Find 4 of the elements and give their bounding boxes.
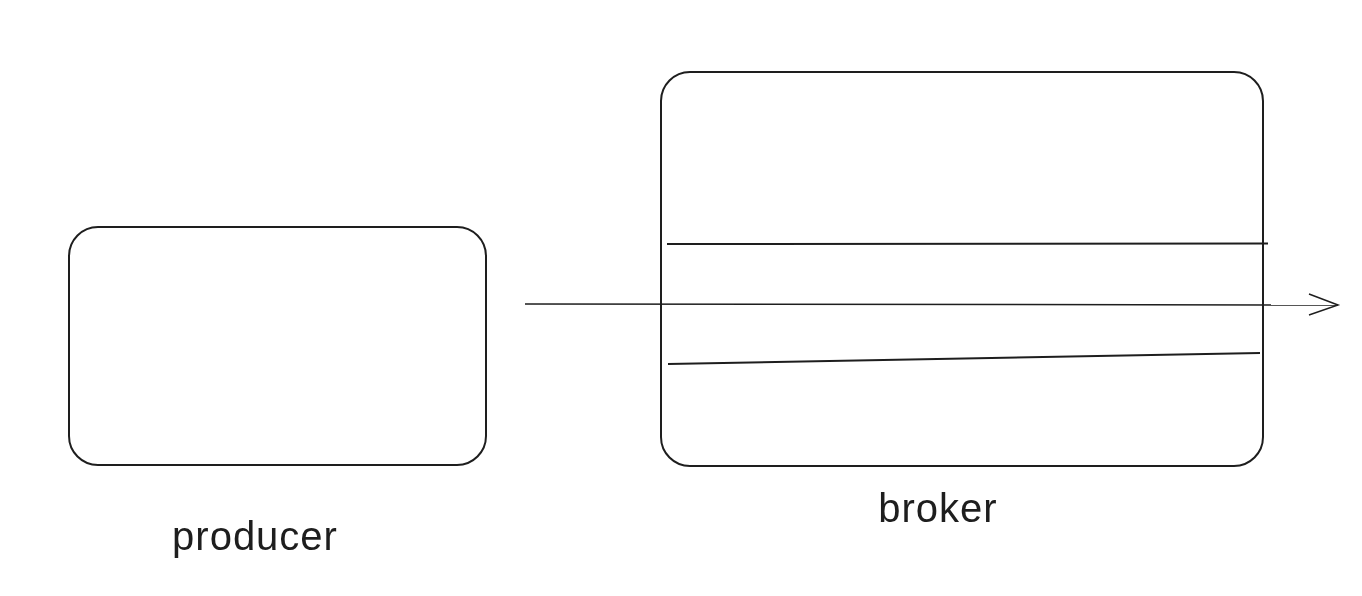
- box-caption: broker: [878, 485, 998, 532]
- box-caption: producer: [172, 513, 338, 560]
- rounded-box: [660, 71, 1264, 467]
- rounded-box: [68, 226, 487, 466]
